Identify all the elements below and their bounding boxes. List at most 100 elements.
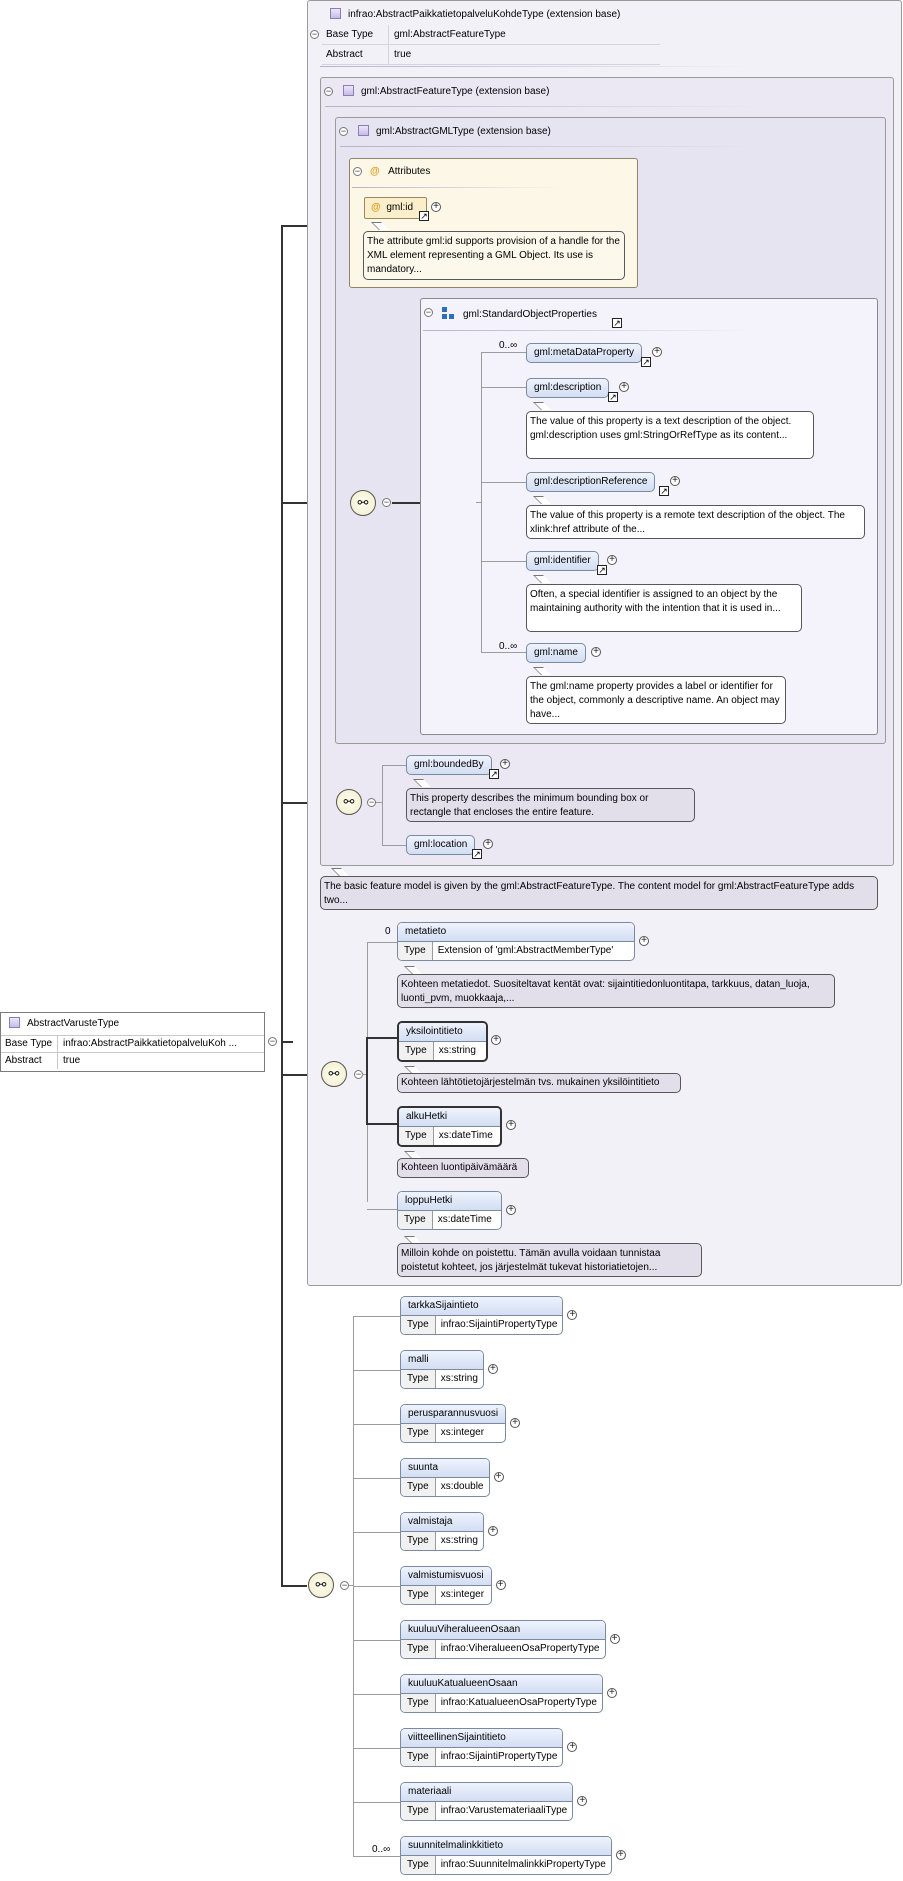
- link-arrow-icon[interactable]: ↗: [641, 357, 651, 367]
- expand-icon[interactable]: +: [491, 1035, 501, 1045]
- expand-icon[interactable]: +: [639, 936, 649, 946]
- link-arrow-icon[interactable]: ↗: [659, 486, 669, 496]
- collapse-icon[interactable]: −: [268, 1036, 277, 1046]
- element-gml-metadataproperty[interactable]: gml:metaDataProperty: [526, 343, 643, 363]
- connector: [353, 1424, 400, 1425]
- expand-icon[interactable]: +: [670, 476, 680, 486]
- link-arrow-icon[interactable]: ↗: [472, 849, 482, 859]
- expand-icon[interactable]: +: [500, 759, 510, 769]
- expand-icon[interactable]: +: [619, 382, 629, 392]
- group-header: gml:StandardObjectProperties: [442, 307, 597, 321]
- expand-icon[interactable]: +: [493, 1472, 504, 1482]
- connector: [353, 1748, 400, 1749]
- divider: [352, 187, 562, 188]
- attribute-gml-id[interactable]: @ gml:id: [364, 197, 427, 219]
- expand-icon[interactable]: +: [609, 1634, 620, 1644]
- expand-icon[interactable]: +: [431, 202, 441, 212]
- connector: [481, 387, 526, 388]
- boundedby-doc: This property describes the minimum boun…: [406, 788, 695, 822]
- collapse-icon[interactable]: −: [367, 797, 376, 807]
- link-arrow-icon[interactable]: ↗: [489, 769, 499, 779]
- expand-icon[interactable]: +: [652, 347, 662, 357]
- root-type-name: AbstractVarusteType: [27, 1018, 120, 1029]
- expand-icon[interactable]: +: [615, 1850, 626, 1860]
- element-gml-descriptionreference[interactable]: gml:descriptionReference: [526, 472, 656, 492]
- divider: [340, 146, 760, 147]
- expand-icon[interactable]: +: [506, 1120, 516, 1130]
- connector: [481, 482, 526, 483]
- link-arrow-icon[interactable]: ↗: [597, 565, 607, 575]
- connector: [281, 1585, 307, 1587]
- connector: [353, 1640, 400, 1641]
- connector: [353, 1856, 400, 1857]
- expand-icon[interactable]: +: [577, 1796, 588, 1806]
- sequence-icon[interactable]: ⚯: [350, 490, 376, 516]
- expand-icon[interactable]: +: [606, 1688, 617, 1698]
- connector: [376, 802, 383, 803]
- collapse-icon[interactable]: −: [424, 307, 433, 317]
- connector: [382, 765, 406, 766]
- element-gml-identifier[interactable]: gml:identifier: [526, 551, 599, 571]
- expand-icon[interactable]: +: [483, 839, 493, 849]
- expand-icon[interactable]: +: [506, 1205, 516, 1215]
- collapse-icon[interactable]: −: [324, 86, 333, 96]
- expand-icon[interactable]: +: [510, 1418, 521, 1428]
- element-gml-location[interactable]: gml:location: [406, 835, 476, 855]
- expand-icon[interactable]: +: [591, 647, 601, 657]
- expand-icon[interactable]: +: [487, 1526, 498, 1536]
- base-type-header: infrao:AbstractPaikkatietopalveluKohdeTy…: [330, 8, 620, 21]
- collapse-icon[interactable]: −: [340, 1580, 349, 1590]
- root-type-header: AbstractVarusteType: [1, 1013, 264, 1035]
- sequence-icon[interactable]: ⚯: [336, 789, 362, 815]
- divider: [423, 330, 753, 331]
- complex-type-icon: [343, 85, 354, 96]
- element-gml-boundedby[interactable]: gml:boundedBy: [406, 755, 492, 775]
- collapse-icon[interactable]: −: [339, 126, 348, 136]
- connector: [366, 1037, 397, 1039]
- connector: [382, 765, 383, 845]
- alkuhetki-doc: Kohteen luontipäivämäärä: [397, 1158, 529, 1178]
- element-gml-name[interactable]: gml:name: [526, 643, 586, 663]
- expand-icon[interactable]: +: [495, 1580, 506, 1590]
- connector: [353, 1694, 400, 1695]
- connector: [281, 226, 283, 1586]
- expand-icon[interactable]: +: [567, 1310, 578, 1320]
- collapse-icon[interactable]: −: [382, 497, 391, 507]
- attribute-icon: @: [370, 166, 380, 177]
- expand-icon[interactable]: +: [567, 1742, 578, 1752]
- collapse-icon[interactable]: −: [310, 29, 319, 39]
- link-arrow-icon[interactable]: ↗: [608, 392, 618, 402]
- element-gml-description[interactable]: gml:description: [526, 378, 610, 398]
- expand-icon[interactable]: +: [607, 555, 617, 565]
- connector: [353, 1316, 400, 1317]
- link-arrow-icon[interactable]: ↗: [612, 318, 622, 328]
- connector: [362, 1074, 368, 1075]
- complex-type-icon: [9, 1017, 20, 1028]
- sequence-icon[interactable]: ⚯: [321, 1061, 347, 1087]
- link-arrow-icon[interactable]: ↗: [419, 211, 429, 221]
- connector: [353, 1532, 400, 1533]
- group-icon: [442, 307, 454, 319]
- connector: [481, 561, 526, 562]
- sequence-icon[interactable]: ⚯: [308, 1572, 334, 1598]
- expand-icon[interactable]: +: [487, 1364, 498, 1374]
- cardinality-label: 0: [385, 926, 391, 937]
- collapse-icon[interactable]: −: [353, 166, 362, 176]
